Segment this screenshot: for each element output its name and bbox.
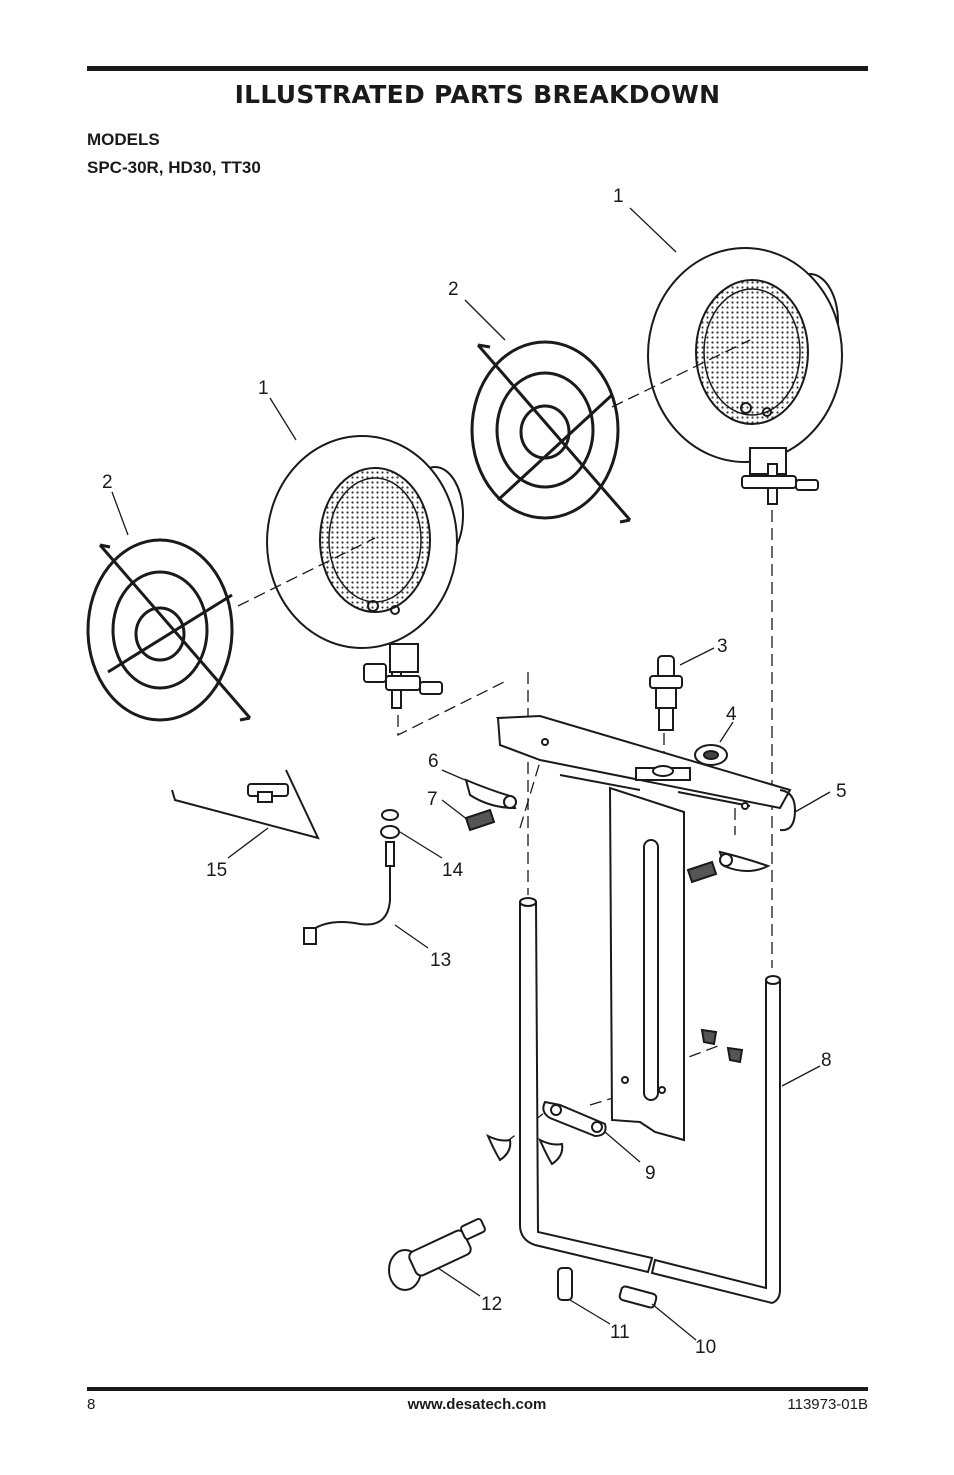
bolt-left — [464, 808, 496, 832]
fitting-11 — [557, 1267, 573, 1301]
guard-lower — [86, 538, 252, 722]
callout-13: 13 — [430, 950, 451, 971]
page-number: 8 — [87, 1396, 96, 1413]
bottom-rule — [87, 1387, 868, 1391]
callout-1-lower: 1 — [258, 378, 269, 399]
callout-9: 9 — [645, 1163, 656, 1184]
models-list: SPC-30R, HD30, TT30 — [87, 158, 261, 177]
page-title: ILLUSTRATED PARTS BREAKDOWN — [234, 80, 721, 109]
callout-8: 8 — [821, 1050, 832, 1071]
callout-7: 7 — [427, 789, 438, 810]
ignitor — [649, 655, 683, 731]
pilot-assembly — [171, 769, 320, 840]
heater-head-lower — [266, 435, 464, 709]
callout-2-lower: 2 — [102, 472, 113, 493]
guard-upper — [470, 340, 632, 524]
quick-connect — [388, 1217, 486, 1291]
models-label: MODELS — [87, 130, 160, 149]
callout-1-upper: 1 — [613, 186, 624, 207]
wing-nuts — [486, 1133, 564, 1166]
website-link[interactable]: www.desatech.com — [407, 1396, 547, 1413]
clamp-left — [464, 778, 517, 810]
fitting-10 — [618, 1285, 658, 1309]
callout-12: 12 — [481, 1294, 502, 1315]
callout-4: 4 — [726, 704, 737, 725]
callout-3: 3 — [717, 636, 728, 657]
callout-labels: 1 2 1 2 3 4 5 6 7 8 9 10 11 12 13 14 15 — [102, 186, 847, 1358]
thermocouple — [303, 809, 400, 945]
callout-10: 10 — [695, 1337, 716, 1358]
callout-5: 5 — [836, 781, 847, 802]
document-number: 113973-01B — [787, 1396, 868, 1413]
bolt-right — [686, 860, 718, 884]
leg-bracket — [542, 1100, 607, 1138]
clamp-right — [718, 850, 771, 872]
nut — [694, 744, 728, 766]
callout-2-upper: 2 — [448, 279, 459, 300]
heater-head-upper — [647, 247, 843, 505]
callout-11: 11 — [610, 1322, 630, 1343]
leader-lines — [111, 207, 831, 1341]
frame-screws — [700, 1028, 744, 1064]
callout-6: 6 — [428, 751, 439, 772]
top-rule — [87, 66, 868, 71]
mounting-frame — [495, 714, 797, 1142]
callout-15: 15 — [206, 860, 227, 881]
models-block: MODELS SPC-30R, HD30, TT30 — [87, 126, 261, 182]
callout-14: 14 — [442, 860, 464, 881]
tubular-legs — [519, 897, 781, 1305]
